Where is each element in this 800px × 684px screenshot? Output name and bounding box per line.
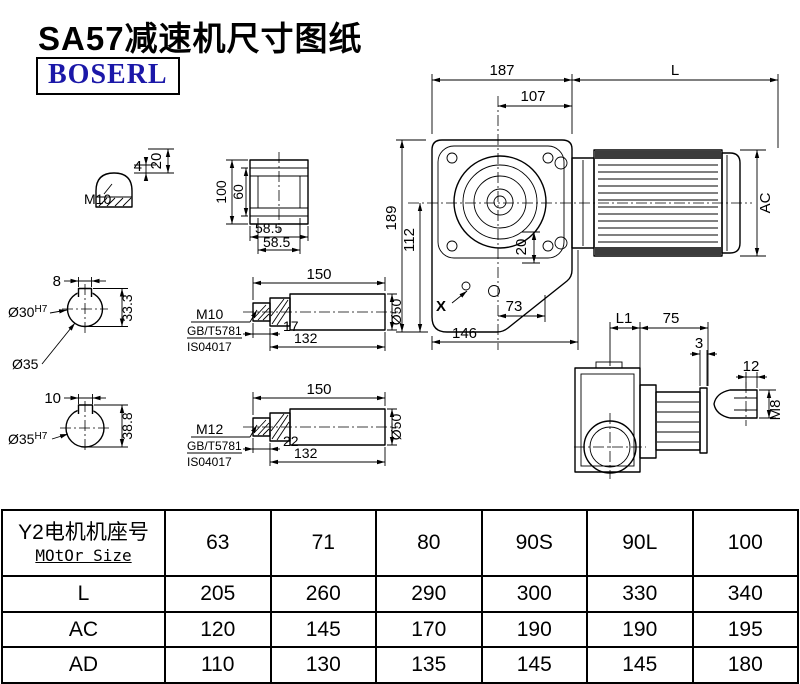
value-cell: 300 (480, 575, 588, 613)
dim-L-label: L (671, 62, 679, 79)
value-cell: 120 (164, 610, 272, 649)
value-cell: 340 (691, 575, 799, 613)
table-row-AC: AC 120 145 170 190 190 195 (1, 610, 799, 649)
dim-585a-label: 58.5 (255, 220, 282, 236)
value-cell: 180 (691, 646, 799, 684)
dim-132b-label: 132 (294, 445, 318, 461)
dimension-table: Y2电机机座号 MOtOr Size 63 71 80 90S 90L 100 … (1, 508, 799, 684)
value-cell: 145 (269, 610, 377, 649)
dim-L1-label: L1 (616, 310, 633, 327)
page-title: SA57减速机尺寸图纸 (38, 20, 363, 57)
main-view-drawing: 187 L 107 189 112 20 73 146 AC X (383, 62, 779, 350)
dim-key10-label: 10 (44, 390, 61, 407)
technical-drawing: 187 L 107 189 112 20 73 146 AC X (8, 62, 784, 479)
header-value-cell: 71 (269, 508, 377, 578)
shaft2-view-drawing: 150 M12 GB/T5781 IS04017 22 132 Ø50 (187, 381, 404, 469)
header-value-cell: 63 (164, 508, 272, 578)
value-cell: 135 (375, 646, 483, 684)
value-cell: 190 (480, 610, 588, 649)
dim-20-label: 20 (513, 239, 530, 256)
value-cell: 205 (164, 575, 272, 613)
plug-detail-drawing: M10 20 4 (84, 148, 174, 208)
shaft1-view-drawing: 150 M10 GB/T5781 IS04017 17 132 Ø50 (187, 266, 404, 354)
value-cell: 170 (375, 610, 483, 649)
value-cell: 195 (691, 610, 799, 649)
dim-60-label: 60 (230, 184, 246, 200)
std-iso4017-label: IS04017 (187, 340, 232, 354)
label-M10-plug: M10 (84, 191, 111, 207)
table-header-row: Y2电机机座号 MOtOr Size 63 71 80 90S 90L 100 (1, 508, 799, 578)
table-row-AD: AD 110 130 135 145 145 180 (1, 646, 799, 684)
dim-4-label: 4 (134, 158, 142, 175)
bore-30H7-label: Ø30H7 (8, 304, 48, 320)
shaft1-section-drawing: 8 Ø30H7 33.3 Ø35 (8, 273, 135, 372)
value-cell: 260 (269, 575, 377, 613)
dim-333-label: 33.3 (119, 294, 135, 321)
brand-logo: BOSERL (36, 57, 180, 95)
value-cell: 110 (164, 646, 272, 684)
row-label-cell: AC (1, 610, 166, 649)
dim-146-label: 146 (452, 325, 477, 342)
header-value-cell: 90S (480, 508, 588, 578)
motor-size-header-cell: Y2电机机座号 MOtOr Size (1, 508, 166, 578)
dim-12-label: 12 (743, 358, 760, 375)
std-gbt5781-label: GB/T5781 (187, 324, 242, 338)
dim-AC-label: AC (757, 192, 774, 213)
dim-585b-label: 58.5 (263, 234, 290, 250)
dim-75-label: 75 (663, 310, 680, 327)
value-cell: 145 (480, 646, 588, 684)
value-cell: 190 (586, 610, 694, 649)
dim-107-label: 107 (520, 88, 545, 105)
dim-100-label: 100 (213, 180, 229, 204)
std-iso4017b-label: IS04017 (187, 455, 232, 469)
dim-189-label: 189 (383, 205, 400, 230)
dim-187-label: 187 (489, 62, 514, 79)
value-cell: 130 (269, 646, 377, 684)
header-value-cell: 90L (586, 508, 694, 578)
dia-50b-label: Ø50 (388, 414, 404, 441)
dim-388-label: 38.8 (119, 412, 135, 439)
label-X: X (436, 298, 446, 315)
dim-132-label: 132 (294, 330, 318, 346)
dim-150b-label: 150 (306, 381, 331, 398)
dim-key8-label: 8 (53, 273, 61, 290)
row-label-cell: AD (1, 646, 166, 684)
dim-73-label: 73 (506, 298, 523, 315)
table-row-L: L 205 260 290 300 330 340 (1, 575, 799, 613)
header-value-cell: 100 (691, 508, 799, 578)
value-cell: 145 (586, 646, 694, 684)
value-cell: 290 (375, 575, 483, 613)
dim-112-label: 112 (401, 228, 418, 252)
bore-35H7-label: Ø35H7 (8, 431, 48, 447)
shaft2-section-drawing: 10 Ø35H7 38.8 (8, 390, 135, 453)
header-value-cell: 80 (375, 508, 483, 578)
motor-size-label-en: MOtOr Size (35, 546, 132, 566)
dim-17-label: 17 (283, 318, 299, 334)
std-gbt5781b-label: GB/T5781 (187, 439, 242, 453)
thread-M10-label: M10 (196, 306, 223, 322)
value-cell: 330 (586, 575, 694, 613)
side-view-drawing: L1 75 3 12 M8 (574, 310, 784, 479)
dim-150-label: 150 (306, 266, 331, 283)
thread-M12-label: M12 (196, 421, 223, 437)
flange-detail-drawing: 100 60 58.5 58.5 (213, 152, 309, 254)
motor-size-label-cn: Y2电机机座号 (18, 520, 149, 544)
dim-22-label: 22 (283, 433, 299, 449)
row-label-cell: L (1, 575, 166, 613)
label-M8: M8 (767, 400, 784, 421)
dim-20-plug-label: 20 (148, 153, 165, 170)
dia-50-label: Ø50 (388, 299, 404, 326)
dia-35-label: Ø35 (12, 356, 39, 372)
dim-3-label: 3 (695, 335, 703, 352)
